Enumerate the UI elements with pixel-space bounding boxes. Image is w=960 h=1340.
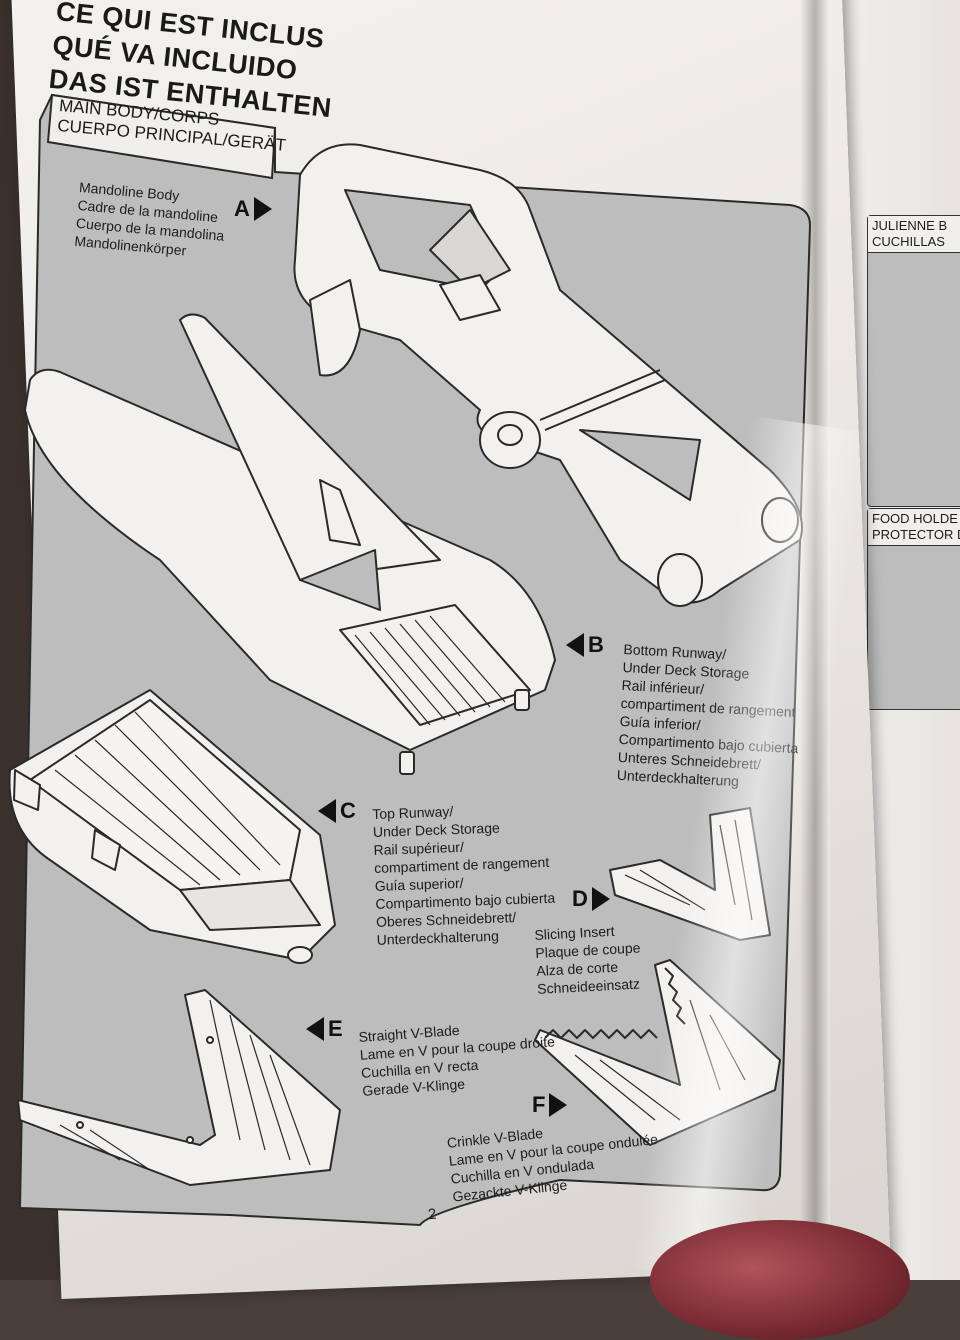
arrow-left-icon — [306, 1017, 324, 1041]
thumb — [650, 1220, 910, 1340]
marker-f: F — [532, 1092, 568, 1118]
page-number: 2 — [427, 1205, 438, 1224]
straight-v-blade-illustration — [17, 989, 341, 1186]
right-box-label-line: PROTECTOR D — [872, 527, 960, 542]
arrow-right-icon — [549, 1093, 568, 1117]
marker-b: B — [566, 632, 604, 658]
label-d: Slicing Insert Plaque de coupe Alza de c… — [534, 920, 643, 997]
marker-letter: B — [588, 632, 604, 657]
arrow-right-icon — [591, 887, 610, 911]
marker-letter: E — [328, 1016, 343, 1041]
marker-c: C — [318, 798, 356, 824]
label-e: Straight V-Blade Lame en V pour la coupe… — [358, 1014, 558, 1099]
top-runway-illustration — [8, 689, 336, 964]
label-c: Top Runway/ Under Deck Storage Rail supé… — [372, 799, 557, 949]
label-b: Bottom Runway/ Under Deck Storage Rail i… — [616, 640, 803, 793]
arrow-left-icon — [566, 633, 584, 657]
right-box-label: JULIENNE B CUCHILLAS — [868, 216, 960, 253]
marker-letter: D — [572, 886, 588, 911]
right-box-label-line: FOOD HOLDE — [872, 511, 958, 526]
marker-letter: F — [532, 1092, 546, 1117]
right-section-box-food-holder: FOOD HOLDE PROTECTOR D — [867, 508, 960, 710]
right-box-label-line: CUCHILLAS — [872, 234, 945, 249]
marker-d: D — [572, 886, 610, 912]
right-section-box-julienne: JULIENNE B CUCHILLAS — [867, 215, 960, 507]
marker-letter: A — [234, 196, 250, 221]
right-box-label: FOOD HOLDE PROTECTOR D — [868, 509, 960, 546]
label-a: Mandoline Body Cadre de la mandoline Cue… — [74, 178, 228, 263]
marker-a: A — [234, 196, 272, 222]
marker-letter: C — [340, 798, 356, 823]
arrow-left-icon — [318, 799, 336, 823]
bottom-runway-illustration — [24, 313, 556, 775]
right-box-label-line: JULIENNE B — [872, 218, 948, 233]
marker-e: E — [306, 1016, 343, 1042]
illustrations — [8, 143, 803, 1186]
section-tab-box — [46, 93, 277, 180]
arrow-right-icon — [253, 197, 272, 221]
